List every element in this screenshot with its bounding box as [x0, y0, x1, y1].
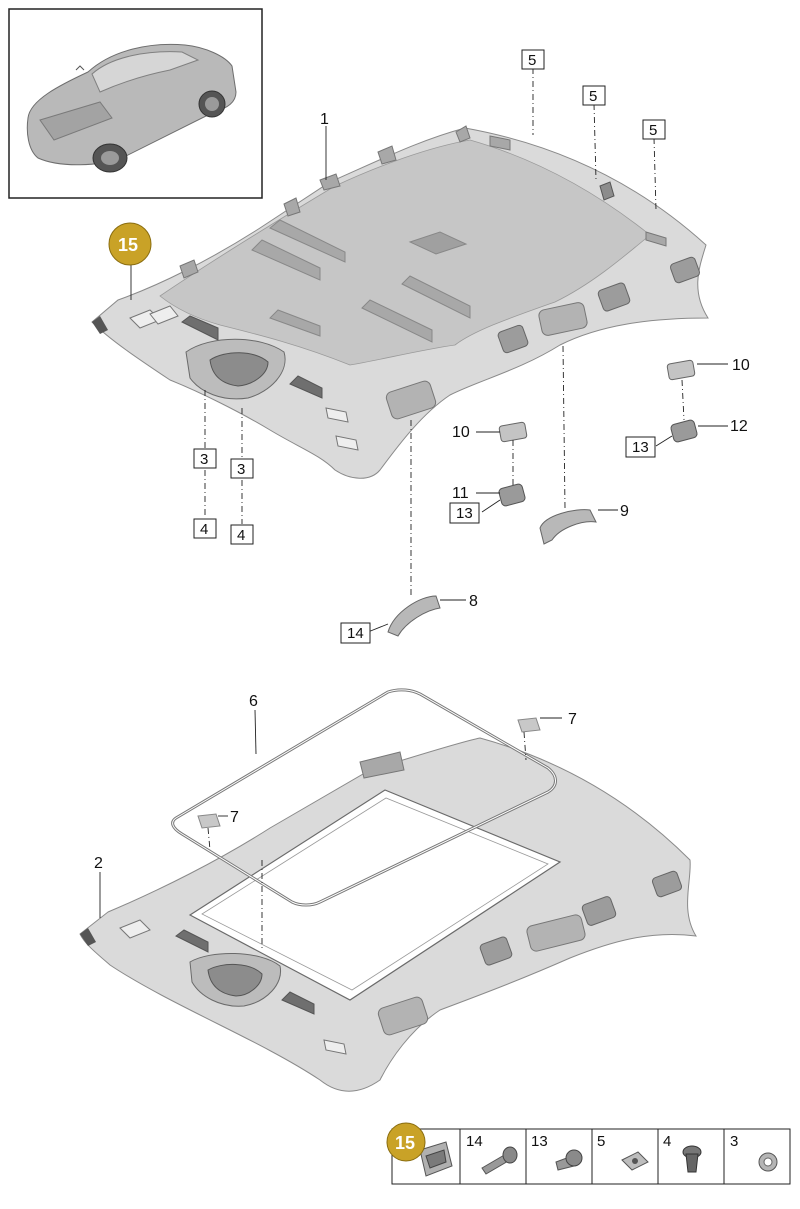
- headliner-part-2: [79, 737, 697, 1092]
- grab-handle-8-icon: [387, 595, 441, 637]
- screw-icon: [555, 1149, 583, 1171]
- leader-lines-upper: [130, 68, 728, 633]
- callout-8: 8: [469, 593, 478, 610]
- sunroof-seal-part-6: [171, 688, 557, 907]
- svg-text:13: 13: [632, 439, 649, 456]
- svg-text:3: 3: [237, 461, 245, 478]
- callout-12: 12: [730, 418, 748, 435]
- callouts-upper: 1 10 12 10 11 9 8: [320, 111, 750, 610]
- small-parts-upper: [387, 359, 698, 637]
- callout-6: 6: [249, 693, 258, 710]
- grab-handle-9-icon: [539, 509, 597, 545]
- svg-text:4: 4: [200, 521, 208, 538]
- boxed-label-14: 14: [340, 622, 371, 644]
- legend-item-5: 5: [597, 1133, 649, 1171]
- callout-10-right: 10: [732, 357, 750, 374]
- callout-9: 9: [620, 503, 629, 520]
- callouts-lower: 6 7 7 2: [94, 693, 577, 872]
- leader-lines-lower: [99, 709, 562, 950]
- legend-item-14: 14: [466, 1133, 518, 1175]
- expanding-rivet-icon: [682, 1145, 702, 1173]
- fastener-legend: 15 14 13 5 4: [386, 1122, 791, 1185]
- callout-7-lower: 7: [230, 809, 239, 826]
- callout-10-center: 10: [452, 424, 470, 441]
- svg-text:4: 4: [237, 527, 245, 544]
- svg-text:5: 5: [528, 52, 536, 69]
- clip-bracket-icon: [419, 1141, 453, 1177]
- grommet-icon: [758, 1152, 778, 1172]
- svg-text:5: 5: [649, 122, 657, 139]
- bolt-icon: [481, 1146, 518, 1175]
- boxed-label-5-c: 5: [642, 119, 666, 140]
- boxed-label-3-a: 3: [193, 448, 217, 469]
- svg-text:14: 14: [466, 1133, 483, 1150]
- svg-text:5: 5: [597, 1133, 605, 1150]
- svg-text:13: 13: [531, 1133, 548, 1150]
- legend-badge-circle: [386, 1122, 426, 1162]
- legend-badge-15: 15: [386, 1122, 453, 1177]
- legend-item-4: 4: [663, 1133, 702, 1173]
- callout-1: 1: [320, 111, 329, 128]
- boxed-label-13-center: 13: [449, 502, 480, 524]
- boxed-label-5-b: 5: [582, 85, 606, 106]
- svg-text:5: 5: [589, 88, 597, 105]
- svg-text:13: 13: [456, 505, 473, 522]
- svg-text:4: 4: [663, 1133, 671, 1150]
- legend-item-13: 13: [531, 1133, 583, 1171]
- svg-text:3: 3: [200, 451, 208, 468]
- pad-7-upper-icon: [517, 717, 541, 733]
- boxed-label-5-a: 5: [521, 49, 545, 70]
- car-icon: [26, 43, 237, 173]
- badge-15-main: 15: [108, 222, 152, 266]
- svg-text:3: 3: [730, 1133, 738, 1150]
- clip-nut-icon: [621, 1151, 649, 1171]
- pad-7-lower-icon: [197, 813, 221, 829]
- vehicle-thumbnail: [8, 8, 263, 199]
- svg-text:15: 15: [395, 1133, 415, 1153]
- callout-11: 11: [452, 485, 469, 502]
- boxed-label-3-b: 3: [230, 458, 254, 479]
- callout-7-upper: 7: [568, 711, 577, 728]
- headliner-part-1: [91, 125, 709, 479]
- svg-text:15: 15: [118, 235, 138, 255]
- boxed-label-4-a: 4: [193, 518, 217, 539]
- legend-item-3: 3: [730, 1133, 778, 1172]
- svg-text:14: 14: [347, 625, 364, 642]
- boxed-label-13-right: 13: [625, 436, 656, 458]
- callout-2: 2: [94, 855, 103, 872]
- boxed-label-4-b: 4: [230, 524, 254, 545]
- badge-circle: [108, 222, 152, 266]
- boxed-labels-upper: 5 5 5 3 3 4 4 13: [193, 49, 666, 644]
